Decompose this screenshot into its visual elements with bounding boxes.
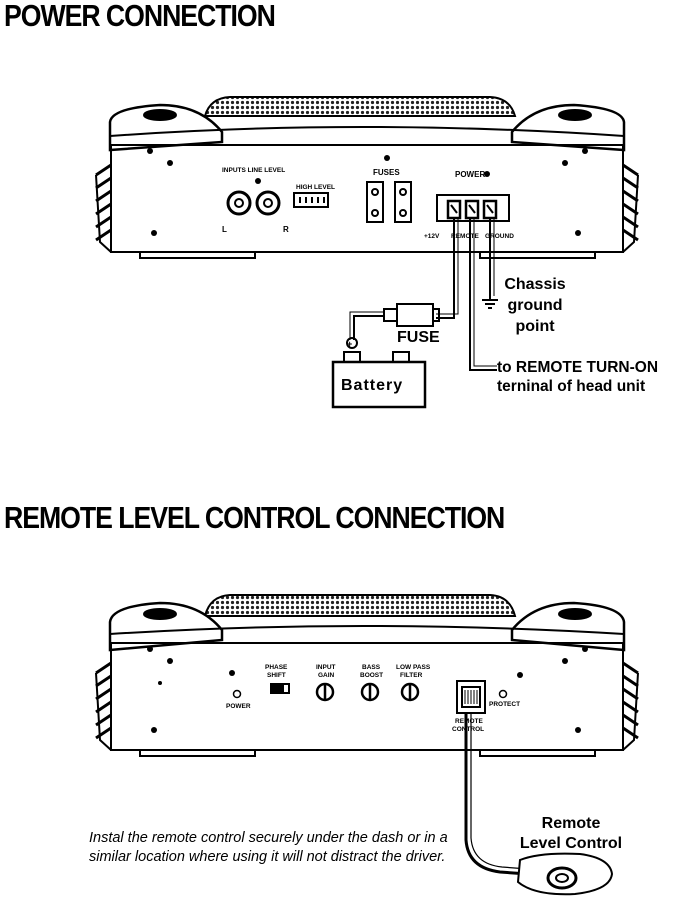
remote-control-label-line1: REMOTE bbox=[455, 718, 483, 725]
remote-turn-on-callout: to REMOTE TURN-ON terninal of head unit bbox=[497, 358, 658, 396]
left-input-label: L bbox=[222, 225, 227, 234]
phase-shift-label-line1: PHASE bbox=[265, 664, 288, 671]
remote-control-label-line2: CONTROL bbox=[452, 726, 484, 733]
amplifier-bottom-labels: POWER PHASE SHIFT INPUT GAIN BASS BOOST … bbox=[226, 664, 520, 733]
power-wiring bbox=[331, 218, 498, 409]
remote-label: REMOTE bbox=[451, 233, 479, 240]
battery-plus-sign: + bbox=[347, 339, 352, 349]
power-connection-title: POWER CONNECTION bbox=[4, 0, 276, 33]
input-gain-label-line1: INPUT bbox=[316, 664, 336, 671]
amplifier-bottom bbox=[95, 594, 639, 757]
power-label: POWER bbox=[455, 170, 485, 179]
installation-note: Instal the remote control securely under… bbox=[89, 830, 448, 865]
amplifier-top bbox=[95, 96, 639, 259]
remote-level-control-unit bbox=[516, 852, 614, 896]
remote-turn-on-line2: terninal of head unit bbox=[497, 378, 646, 395]
plus12v-label: +12V bbox=[424, 233, 440, 240]
remote-level-control-line1: Remote bbox=[541, 815, 601, 832]
ground-label: GROUND bbox=[485, 233, 514, 240]
power-led-label: POWER bbox=[226, 703, 251, 710]
bass-boost-label-line1: BASS bbox=[362, 664, 381, 671]
high-level-label: HIGH LEVEL bbox=[296, 184, 335, 191]
fuses-label: FUSES bbox=[373, 168, 400, 177]
phase-shift-label-line2: SHIFT bbox=[267, 672, 286, 679]
battery-label: Battery bbox=[341, 377, 403, 394]
fuse-label: FUSE bbox=[397, 329, 440, 346]
chassis-ground-line1: Chassis bbox=[504, 276, 566, 293]
inputs-line-level-label: INPUTS LINE LEVEL bbox=[222, 167, 285, 174]
remote-cable bbox=[464, 713, 529, 876]
amplifier-top-labels: INPUTS LINE LEVEL L R HIGH LEVEL FUSES P… bbox=[222, 167, 514, 240]
low-pass-filter-label-line1: LOW PASS bbox=[396, 664, 431, 671]
bass-boost-label-line2: BOOST bbox=[360, 672, 383, 679]
remote-level-control-line2: Level Control bbox=[519, 835, 623, 852]
remote-turn-on-line1: to REMOTE TURN-ON bbox=[497, 359, 659, 376]
protect-label: PROTECT bbox=[489, 701, 520, 708]
remote-level-control-callout: Remote Level Control bbox=[512, 814, 630, 854]
low-pass-filter-label-line2: FILTER bbox=[400, 672, 423, 679]
input-gain-label-line2: GAIN bbox=[318, 672, 335, 679]
remote-connection-title: REMOTE LEVEL CONTROL CONNECTION bbox=[4, 500, 505, 535]
right-input-label: R bbox=[283, 225, 289, 234]
chassis-ground-callout: Chassis ground point bbox=[500, 274, 570, 337]
chassis-ground-line2: ground bbox=[507, 297, 563, 314]
chassis-ground-line3: point bbox=[515, 318, 555, 335]
